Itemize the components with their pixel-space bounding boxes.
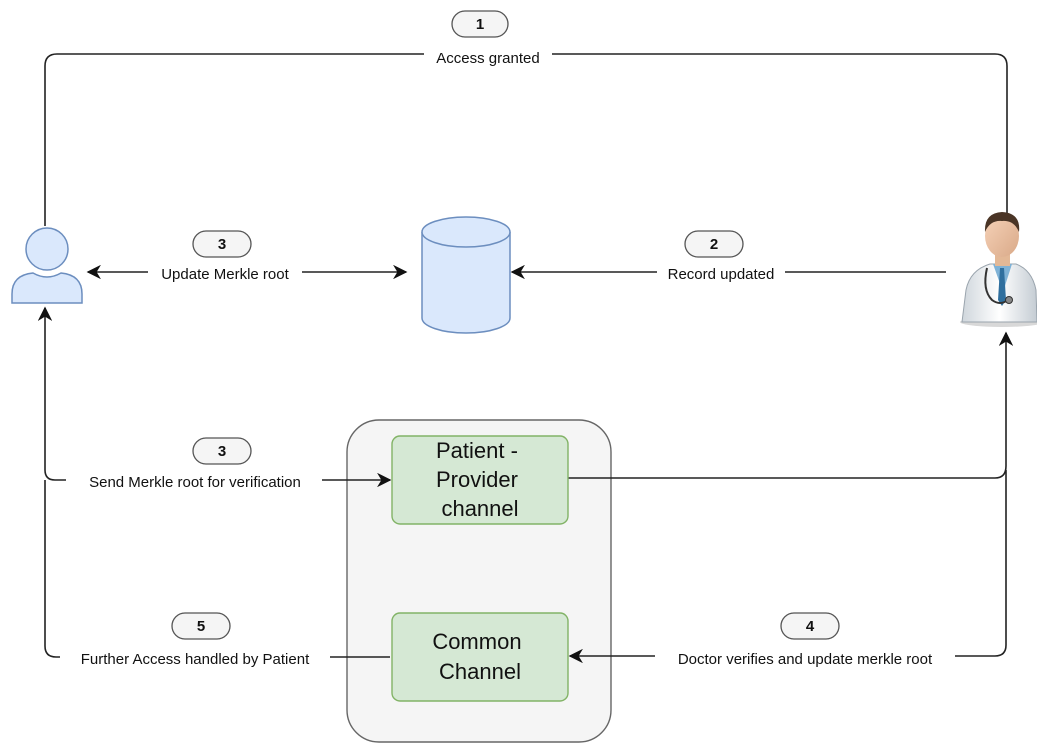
svg-text:Common Channel: Common Channel <box>432 629 527 684</box>
patient-provider-channel-line1: Patient - <box>436 438 518 463</box>
svg-text:Patient - Provider cha: Patient - Provider channel <box>436 438 524 521</box>
step-number-5: 5 <box>197 618 205 635</box>
step-number-4: 4 <box>806 618 815 635</box>
further-access-connector <box>44 480 390 658</box>
record-updated-label: Record updated <box>668 266 775 283</box>
database-icon[interactable] <box>421 216 511 334</box>
access-granted-label: Access granted <box>436 50 539 67</box>
further-access-label: Further Access handled by Patient <box>81 651 310 668</box>
doctor-verifies-arrow <box>568 470 1007 664</box>
patient-provider-channel-box[interactable] <box>391 435 569 525</box>
doctor-verifies-label: Doctor verifies and update merkle root <box>678 651 933 668</box>
step-badge-3-send: 3 <box>192 437 252 465</box>
user-icon[interactable] <box>11 227 83 304</box>
step-badge-5: 5 <box>171 612 231 640</box>
common-channel-box[interactable] <box>391 612 569 702</box>
patient-provider-channel-line2: Provider <box>436 467 518 492</box>
doctor-icon[interactable] <box>960 212 1037 327</box>
channel-to-doctor-arrow <box>568 331 1014 479</box>
step-number-2: 2 <box>710 236 718 253</box>
step-badge-3-update: 3 <box>192 230 252 258</box>
common-channel-line2: Channel <box>439 659 521 684</box>
step-badge-4: 4 <box>780 612 840 640</box>
send-merkle-root-label: Send Merkle root for verification <box>89 474 301 491</box>
step-number-3-update: 3 <box>218 236 226 253</box>
step-number-1: 1 <box>476 16 484 33</box>
common-channel-line1: Common <box>432 629 521 654</box>
step-badge-2: 2 <box>684 230 744 258</box>
access-granted-connector <box>44 53 1008 226</box>
update-merkle-root-label: Update Merkle root <box>161 266 289 283</box>
patient-provider-channel-line3: channel <box>441 496 518 521</box>
step-badge-1: 1 <box>451 10 509 38</box>
step-number-3-send: 3 <box>218 443 226 460</box>
send-merkle-arrow <box>37 306 392 488</box>
